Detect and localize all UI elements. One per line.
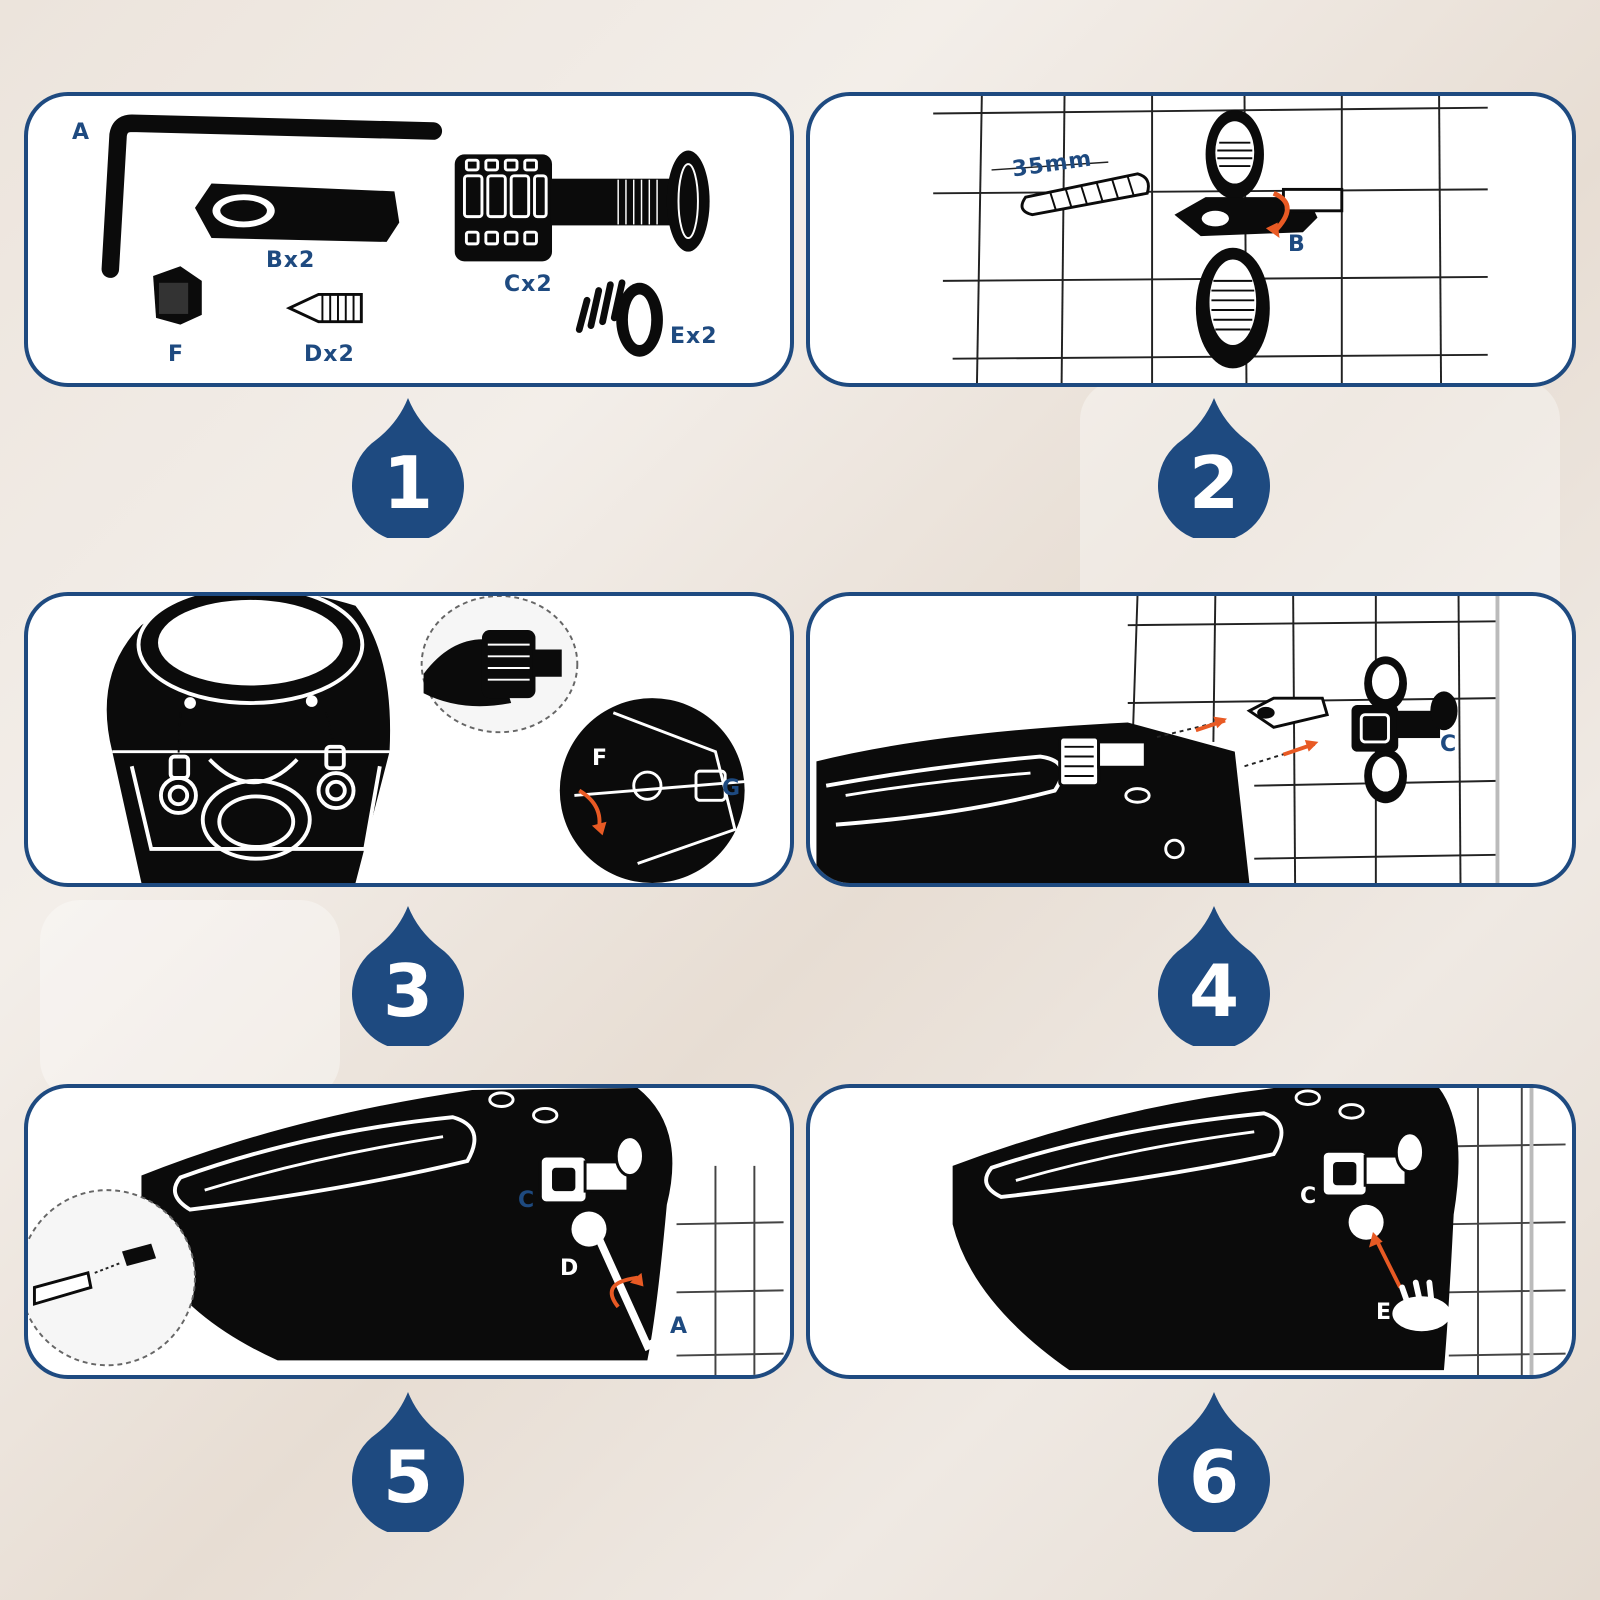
toilet-rear-illustration — [28, 596, 790, 883]
step-number: 1 — [352, 438, 464, 528]
part-label-f: F — [592, 746, 608, 771]
part-label-b: Bx2 — [266, 248, 315, 273]
step-5-marker: 5 — [352, 1392, 464, 1532]
step-4-panel: C — [806, 592, 1576, 887]
step-1-panel: A Bx2 Cx2 Dx2 Ex2 F — [24, 92, 794, 387]
part-label-e: E — [1376, 1300, 1392, 1325]
part-label-b: B — [1288, 232, 1306, 257]
step-2-marker: 2 — [1158, 398, 1270, 538]
step-number: 4 — [1158, 946, 1270, 1036]
step-number: 3 — [352, 946, 464, 1036]
step-1-marker: 1 — [352, 398, 464, 538]
part-label-a: A — [72, 120, 90, 145]
toilet-wall-mount-illustration — [810, 596, 1572, 883]
part-label-e: Ex2 — [670, 324, 718, 349]
step-2-panel: 35mm B — [806, 92, 1576, 387]
step-4-marker: 4 — [1158, 906, 1270, 1046]
step-number: 6 — [1158, 1432, 1270, 1522]
step-6-marker: 6 — [1158, 1392, 1270, 1532]
step-number: 2 — [1158, 438, 1270, 528]
part-label-f: F — [168, 342, 184, 367]
part-label-c: C — [1440, 732, 1457, 757]
part-label-a: A — [670, 1314, 688, 1339]
step-number: 5 — [352, 1432, 464, 1522]
part-label-c: C — [518, 1188, 535, 1213]
step-6-panel: C E — [806, 1084, 1576, 1379]
part-label-c: C — [1300, 1184, 1317, 1209]
part-label-d: D — [560, 1256, 579, 1281]
part-label-d: Dx2 — [304, 342, 355, 367]
toilet-cap-illustration — [810, 1088, 1572, 1375]
step-3-panel: F G — [24, 592, 794, 887]
step-3-marker: 3 — [352, 906, 464, 1046]
part-label-c: Cx2 — [504, 272, 553, 297]
part-label-g: G — [722, 776, 741, 801]
background-shape — [40, 900, 340, 1100]
step-5-panel: C D A — [24, 1084, 794, 1379]
wall-studs-illustration — [810, 96, 1572, 383]
